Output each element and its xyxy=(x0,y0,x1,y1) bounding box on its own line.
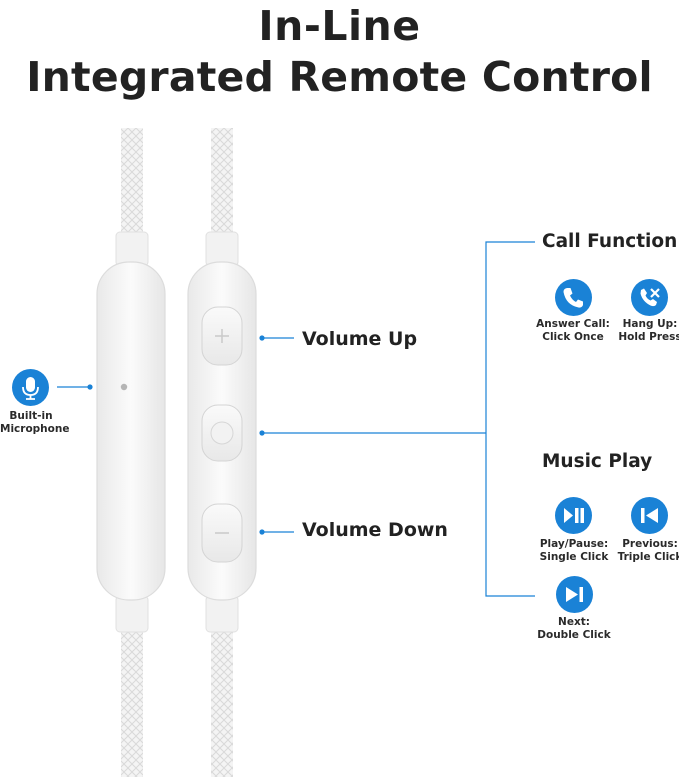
microphone-label: Built-in Microphone xyxy=(0,410,70,435)
play-pause-label: Play/Pause: Single Click xyxy=(539,538,609,563)
previous-label: Previous: Triple Click xyxy=(617,538,679,563)
title-line-1: In-Line xyxy=(258,2,421,50)
play-pause-icon xyxy=(555,497,592,534)
volume-down-button xyxy=(201,503,243,563)
phone-icon xyxy=(555,279,592,316)
hang-up-icon xyxy=(631,279,668,316)
cable-left xyxy=(121,128,143,777)
microphone-hole xyxy=(120,383,128,391)
next-label: Next: Double Click xyxy=(537,616,611,641)
microphone-icon xyxy=(12,369,49,406)
cable-right xyxy=(211,128,233,777)
volume-down-label: Volume Down xyxy=(302,519,448,541)
center-button xyxy=(201,404,243,462)
next-track-icon xyxy=(556,576,593,613)
title-line-2: Integrated Remote Control xyxy=(26,53,653,101)
music-play-heading: Music Play xyxy=(542,451,653,472)
leader-lines xyxy=(57,241,535,597)
microphone-body xyxy=(96,261,166,601)
volume-up-label: Volume Up xyxy=(302,328,418,350)
hang-up-label: Hang Up: Hold Press xyxy=(618,318,679,343)
previous-track-icon xyxy=(631,497,668,534)
volume-up-button xyxy=(201,306,243,366)
answer-call-label: Answer Call: Click Once xyxy=(536,318,610,343)
call-function-heading: Call Function xyxy=(542,231,678,252)
